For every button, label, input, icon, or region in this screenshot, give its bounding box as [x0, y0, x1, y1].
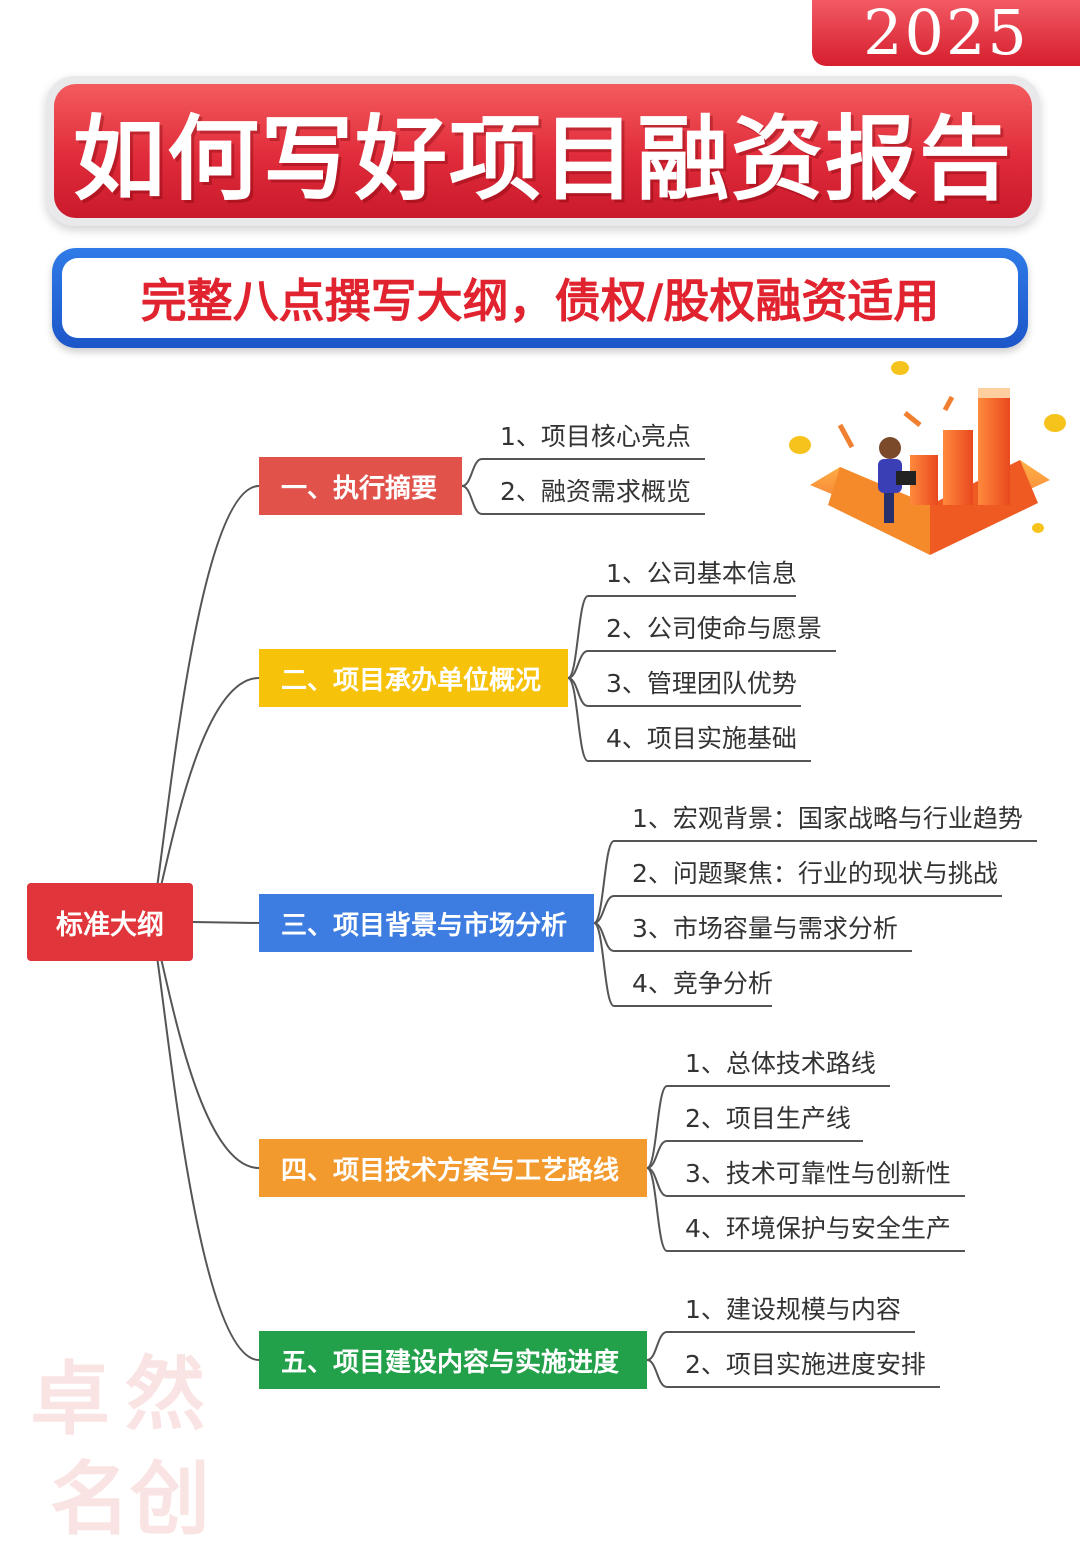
connector-line	[192, 921, 260, 924]
bar-icon	[943, 430, 973, 505]
subtitle-banner: 完整八点撰写大纲，债权/股权融资适用	[52, 248, 1028, 348]
connector-line	[646, 1167, 668, 1252]
connector-line	[461, 485, 483, 515]
finance-growth-illustration	[789, 361, 1066, 555]
branch-construction-schedule: 五、项目建设内容与实施进度	[259, 1331, 647, 1389]
mindmap-root: 标准大纲	[27, 883, 193, 961]
mindmap-leaf: 2、融资需求概览	[500, 477, 691, 506]
watermark-char: 然	[125, 1347, 205, 1441]
mindmap-leaf: 3、管理团队优势	[606, 669, 797, 698]
watermark: 卓 然 名 创	[30, 1335, 230, 1546]
subtitle-box: 完整八点撰写大纲，债权/股权融资适用	[62, 258, 1018, 338]
connector-line	[646, 1359, 668, 1388]
mindmap-leaf: 1、建设规模与内容	[685, 1295, 901, 1324]
person-icon	[879, 437, 901, 459]
connector-line	[567, 595, 589, 679]
mindmap-leaf: 1、宏观背景：国家战略与行业趋势	[632, 804, 1023, 833]
connector-line	[567, 677, 589, 762]
bar-icon	[978, 395, 1010, 505]
page-title: 如何写好项目融资报告	[72, 105, 1013, 213]
page-subtitle: 完整八点撰写大纲，债权/股权融资适用	[140, 274, 940, 328]
mindmap-leaf: 4、竞争分析	[632, 969, 773, 998]
connector-line	[593, 895, 615, 924]
connector-line	[593, 922, 615, 1007]
watermark-char: 创	[130, 1452, 210, 1546]
branch-market-analysis: 三、项目背景与市场分析	[259, 894, 594, 952]
coin-icon	[1032, 523, 1044, 533]
connector-line	[149, 485, 260, 923]
connector-line	[646, 1085, 668, 1169]
mindmap-leaf: 1、总体技术路线	[685, 1049, 876, 1078]
mindmap-leaf: 1、项目核心亮点	[500, 422, 691, 451]
mindmap-leaf: 4、项目实施基础	[606, 724, 797, 753]
mindmap-leaf: 3、市场容量与需求分析	[632, 914, 898, 943]
title-box: 如何写好项目融资报告	[54, 84, 1032, 218]
mindmap-leaf: 3、技术可靠性与创新性	[685, 1159, 951, 1188]
connector-line	[567, 650, 589, 679]
mindmap-leaf: 1、公司基本信息	[606, 559, 797, 588]
coin-icon	[1044, 414, 1066, 432]
connector-line	[646, 1140, 668, 1169]
mindmap-leaf: 4、环境保护与安全生产	[685, 1214, 951, 1243]
connector-line	[646, 1331, 668, 1361]
watermark-char: 名	[50, 1452, 130, 1546]
branch-company-overview: 二、项目承办单位概况	[259, 649, 568, 707]
coin-icon	[789, 436, 811, 454]
watermark-char: 卓	[30, 1352, 110, 1446]
connector-line	[149, 921, 260, 1361]
mindmap-leaf: 2、问题聚焦：行业的现状与挑战	[632, 859, 998, 888]
connector-line	[461, 458, 483, 487]
branch-executive-summary: 一、执行摘要	[259, 457, 462, 515]
mindmap-leaf: 2、公司使命与愿景	[606, 614, 822, 643]
title-banner: 如何写好项目融资报告	[46, 76, 1040, 226]
mindmap-leaf: 2、项目实施进度安排	[685, 1350, 926, 1379]
coin-icon	[891, 361, 909, 375]
year-badge: 2025	[812, 0, 1080, 66]
branch-technical-plan: 四、项目技术方案与工艺路线	[259, 1139, 647, 1197]
connector-line	[593, 840, 615, 924]
mindmap-leaf: 2、项目生产线	[685, 1104, 851, 1133]
